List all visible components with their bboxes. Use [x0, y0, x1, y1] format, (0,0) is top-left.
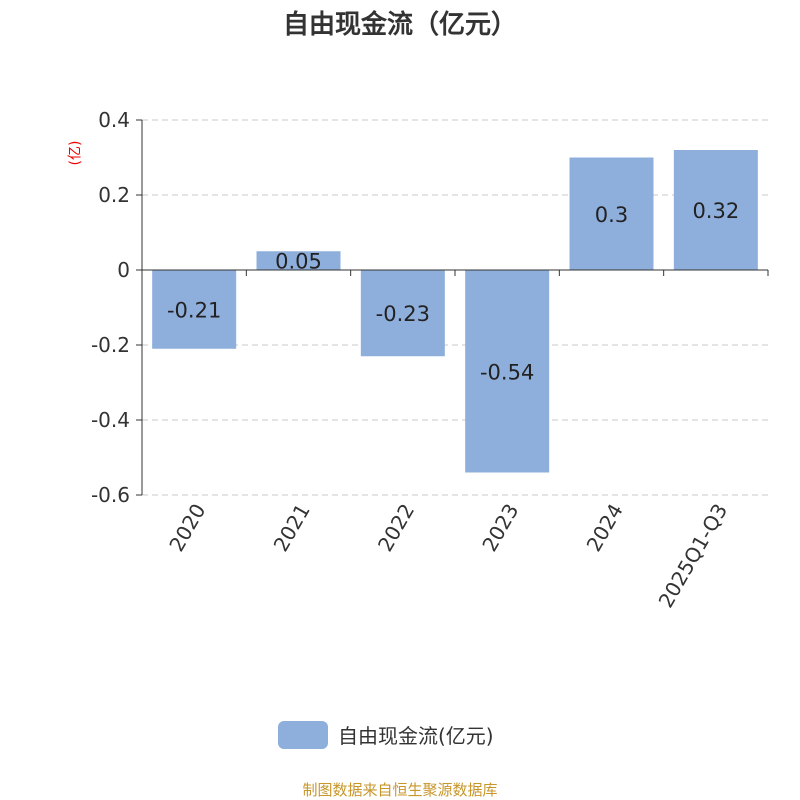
x-tick-label: 2021 [269, 500, 315, 556]
y-tick-label: -0.4 [91, 408, 130, 432]
x-tick-label: 2020 [164, 500, 210, 556]
x-tick-label: 2023 [477, 500, 523, 556]
legend[interactable]: 自由现金流(亿元) [278, 720, 494, 749]
legend-label: 自由现金流(亿元) [338, 724, 494, 748]
y-tick-label: -0.2 [91, 333, 130, 357]
data-label: 0.3 [595, 203, 628, 227]
y-tick-label: 0 [117, 258, 130, 282]
x-tick-label: 2025Q1-Q3 [653, 500, 732, 612]
bar-2021 [256, 251, 341, 270]
data-label: -0.21 [167, 298, 221, 322]
bar-2023 [465, 270, 550, 473]
data-label: -0.23 [376, 302, 430, 326]
chart-title: 自由现金流（亿元） [282, 10, 517, 40]
y-tick-label: 0.2 [98, 183, 130, 207]
bar-2020 [152, 270, 237, 349]
data-label: 0.32 [692, 199, 739, 223]
legend-swatch [278, 720, 328, 749]
x-tick-label: 2022 [373, 500, 419, 556]
source-footer: 制图数据来自恒生聚源数据库 [302, 781, 498, 799]
y-tick-label: 0.4 [98, 108, 130, 132]
data-label: -0.54 [480, 360, 534, 384]
bar-2025Q1-Q3 [673, 150, 758, 270]
bar-2024 [569, 157, 654, 270]
bar-2022 [360, 270, 445, 357]
x-tick-label: 2024 [582, 500, 628, 556]
y-tick-label: -0.6 [91, 483, 130, 507]
